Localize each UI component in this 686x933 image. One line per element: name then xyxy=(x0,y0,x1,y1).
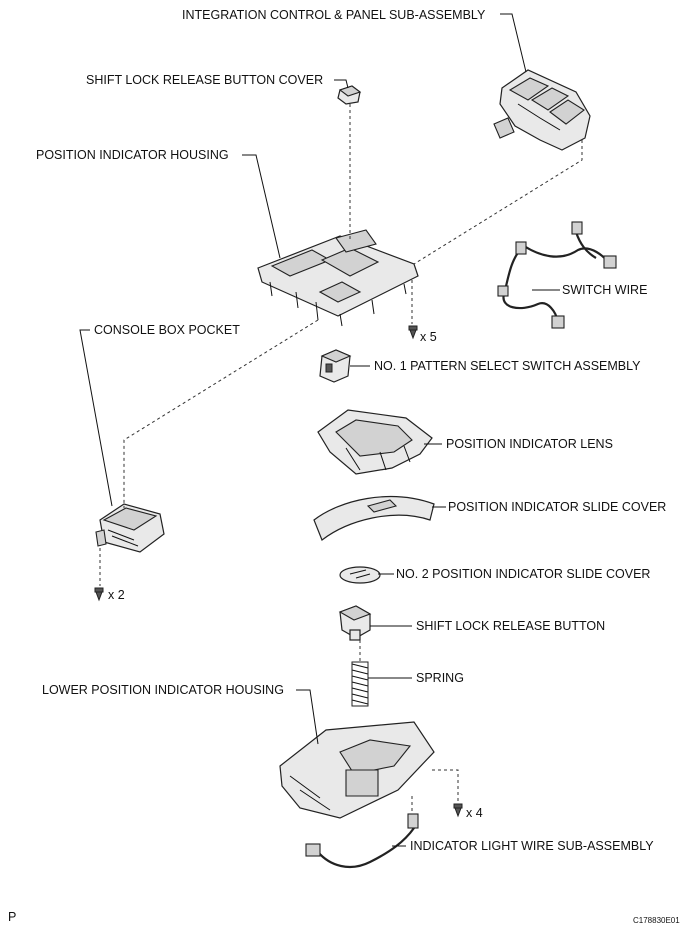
pattern-select-switch-part xyxy=(319,349,352,383)
switch-wire-part xyxy=(497,221,617,329)
label-pattern-select-switch: NO. 1 PATTERN SELECT SWITCH ASSEMBLY xyxy=(374,359,641,373)
screw-icon xyxy=(408,325,418,340)
leader-console-box xyxy=(79,329,113,507)
screw-icon xyxy=(453,803,463,818)
leader-housing xyxy=(242,154,281,259)
lower-housing-part xyxy=(279,721,435,819)
label-lower-housing: LOWER POSITION INDICATOR HOUSING xyxy=(42,683,284,697)
label-spring: SPRING xyxy=(416,671,464,685)
guide-line xyxy=(123,319,319,508)
label-screw-x2: x 2 xyxy=(108,588,125,602)
label-console-box-pocket: CONSOLE BOX POCKET xyxy=(94,323,240,337)
leader-lower-housing xyxy=(296,689,319,745)
label-shift-lock-button: SHIFT LOCK RELEASE BUTTON xyxy=(416,619,606,633)
integration-control-panel-part xyxy=(493,69,591,151)
position-indicator-lens-part xyxy=(317,409,433,475)
screw-icon xyxy=(94,587,104,602)
label-switch-wire: SWITCH WIRE xyxy=(562,283,648,297)
shift-lock-button-part xyxy=(338,605,372,641)
page-marker: P xyxy=(8,910,17,924)
guide-line xyxy=(413,140,583,265)
console-box-pocket-part xyxy=(95,503,165,553)
leader-integration xyxy=(500,13,527,73)
position-indicator-housing-part xyxy=(257,229,419,327)
label-integration-control: INTEGRATION CONTROL & PANEL SUB-ASSEMBLY xyxy=(182,8,486,22)
label-slide-cover-no2: NO. 2 POSITION INDICATOR SLIDE COVER xyxy=(396,567,651,581)
label-screw-x5: x 5 xyxy=(420,330,437,344)
label-position-indicator-housing: POSITION INDICATOR HOUSING xyxy=(36,148,229,162)
indicator-light-wire-part xyxy=(305,813,419,869)
label-screw-x4: x 4 xyxy=(466,806,483,820)
leader-shift-cover xyxy=(334,79,349,89)
shift-lock-cover-part xyxy=(337,85,362,105)
label-position-indicator-lens: POSITION INDICATOR LENS xyxy=(446,437,613,451)
label-indicator-light-wire: INDICATOR LIGHT WIRE SUB-ASSEMBLY xyxy=(410,839,654,853)
label-slide-cover: POSITION INDICATOR SLIDE COVER xyxy=(448,500,667,514)
slide-cover-part xyxy=(313,495,435,541)
guide-line xyxy=(432,769,459,802)
slide-cover-no2-part xyxy=(339,566,381,584)
spring-part xyxy=(351,661,369,707)
figure-code: C178830E01 xyxy=(633,916,680,925)
label-shift-lock-cover: SHIFT LOCK RELEASE BUTTON COVER xyxy=(86,73,324,87)
